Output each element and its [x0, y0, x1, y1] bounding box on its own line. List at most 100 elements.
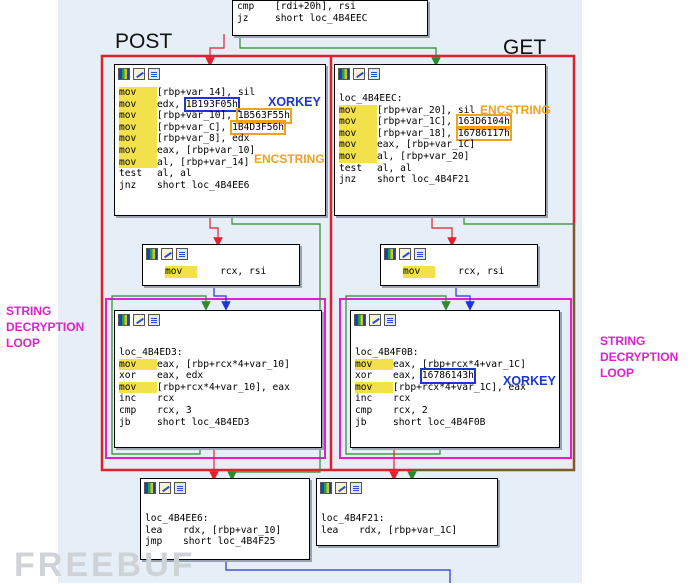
node-small-right[interactable]: mov rcx, rsi — [380, 244, 538, 286]
loop-frame-right — [339, 298, 572, 459]
constant-value: 1B563F55h — [235, 108, 292, 124]
edit-icon[interactable] — [335, 482, 347, 494]
operand: [rbp+var_14], sil — [157, 87, 256, 98]
asm-line: lea rdx, [rbp+var_1C] — [321, 525, 493, 537]
constant-value: 16786143h — [419, 368, 476, 384]
operand: rdx, [rbp+var_1C] — [359, 524, 458, 536]
node-toolbar — [141, 479, 309, 497]
node-toolbar — [115, 65, 325, 83]
asm-line: mov[rbp+var_C], 1B4D3F56h — [119, 119, 321, 136]
mnemonic: mov — [119, 133, 157, 145]
operand: rdx, [rbp+var_10] — [183, 524, 282, 536]
operand: short loc_4B4EEC — [275, 12, 368, 24]
encstring-annotation-post: ENCSTRING — [254, 152, 325, 166]
text-view-icon[interactable] — [176, 248, 188, 260]
text-view-icon[interactable] — [414, 248, 426, 260]
asm-line: cmp rcx, 2 — [355, 405, 555, 417]
graph-view-icon[interactable] — [384, 248, 396, 260]
text-view-icon[interactable] — [148, 68, 160, 80]
operand: al, [rbp+var_20] — [377, 150, 470, 162]
mnemonic: mov — [119, 381, 157, 394]
operand: eax, [rbp+var_10] — [157, 144, 256, 156]
edge-loop-left-back — [111, 295, 211, 455]
edit-icon[interactable] — [369, 314, 381, 326]
mnemonic: mov — [119, 144, 157, 157]
graph-view-icon[interactable] — [118, 68, 130, 80]
text-view-icon[interactable] — [174, 482, 186, 494]
asm-line: cmp[rdi+20h], rsi — [237, 1, 423, 13]
text-view-icon[interactable] — [350, 482, 362, 494]
edit-icon[interactable] — [399, 248, 411, 260]
mnemonic: inc — [355, 393, 373, 405]
mnemonic: mov — [119, 87, 157, 99]
node-bottom-right[interactable]: loc_4B4F21:lea rdx, [rbp+var_1C] — [316, 478, 498, 546]
mnemonic: cmp — [355, 404, 373, 416]
mnemonic: mov — [403, 266, 435, 278]
mnemonic: jmp — [145, 536, 163, 548]
constant-value: 1B4D3F56h — [230, 119, 287, 136]
edit-icon[interactable] — [133, 314, 145, 326]
edit-icon[interactable] — [161, 248, 173, 260]
operand: rcx, rsi — [435, 266, 505, 277]
mnemonic: mov — [119, 110, 157, 122]
asm-line: mov[rbp+var_18], 16786117h — [339, 125, 541, 142]
operand: [rbp+rcx*4+var_10], eax — [157, 381, 290, 393]
mnemonic: mov — [339, 127, 377, 140]
edit-icon[interactable] — [353, 68, 365, 80]
mnemonic: test — [119, 168, 143, 180]
operand: al, [rbp+var_14] — [157, 156, 250, 168]
mnemonic: lea — [321, 524, 339, 536]
mnemonic: cmp — [237, 1, 255, 12]
text-view-icon[interactable] — [384, 314, 396, 326]
mnemonic: xor — [119, 370, 137, 382]
mnemonic: mov — [339, 116, 377, 128]
operand: [rbp+var_10], — [157, 110, 238, 122]
operand: [rbp+var_20], sil — [377, 104, 476, 116]
node-toolbar — [351, 311, 559, 329]
text-view-icon[interactable] — [368, 68, 380, 80]
loop-label-left: STRING DECRYPTION LOOP — [6, 304, 85, 350]
mnemonic: mov — [355, 358, 393, 371]
asm-line: mov[rbp+var_10], 1B563F55h — [119, 108, 321, 124]
graph-view-icon[interactable] — [118, 314, 130, 326]
operand: eax, [rbp+var_1C] — [377, 139, 476, 151]
operand: al, al — [157, 168, 192, 180]
edge-get-false — [431, 214, 457, 247]
mnemonic: test — [339, 162, 363, 174]
graph-view-icon[interactable] — [320, 482, 332, 494]
node-toolbar — [317, 479, 497, 497]
operand: [rbp+var_8], edx — [157, 133, 250, 145]
text-view-icon[interactable] — [148, 314, 160, 326]
operand: [rbp+rcx*4+var_1C], eax — [393, 381, 526, 393]
node-toolbar — [143, 245, 299, 263]
get-heading: GET — [503, 36, 547, 59]
node-small-left[interactable]: mov rcx, rsi — [142, 244, 300, 286]
operand: [rbp+var_18], — [377, 127, 458, 139]
node-toolbar — [381, 245, 537, 263]
graph-view-icon[interactable] — [354, 314, 366, 326]
graph-view-icon[interactable] — [146, 248, 158, 260]
edge-bottom-out — [225, 558, 451, 583]
edit-icon[interactable] — [159, 482, 171, 494]
graph-view-icon[interactable] — [144, 482, 156, 494]
graph-view-icon[interactable] — [338, 68, 350, 80]
asm-line: mov[rbp+var_8], edx — [119, 133, 321, 145]
constant-value: 163D6104h — [455, 114, 512, 130]
asm-line: test al, al — [119, 168, 321, 180]
operand: rcx, 2 — [393, 404, 428, 416]
encstring-annotation-get: ENCSTRING — [480, 103, 551, 117]
block-label: loc_4B4F21: — [321, 513, 385, 524]
edit-icon[interactable] — [133, 68, 145, 80]
